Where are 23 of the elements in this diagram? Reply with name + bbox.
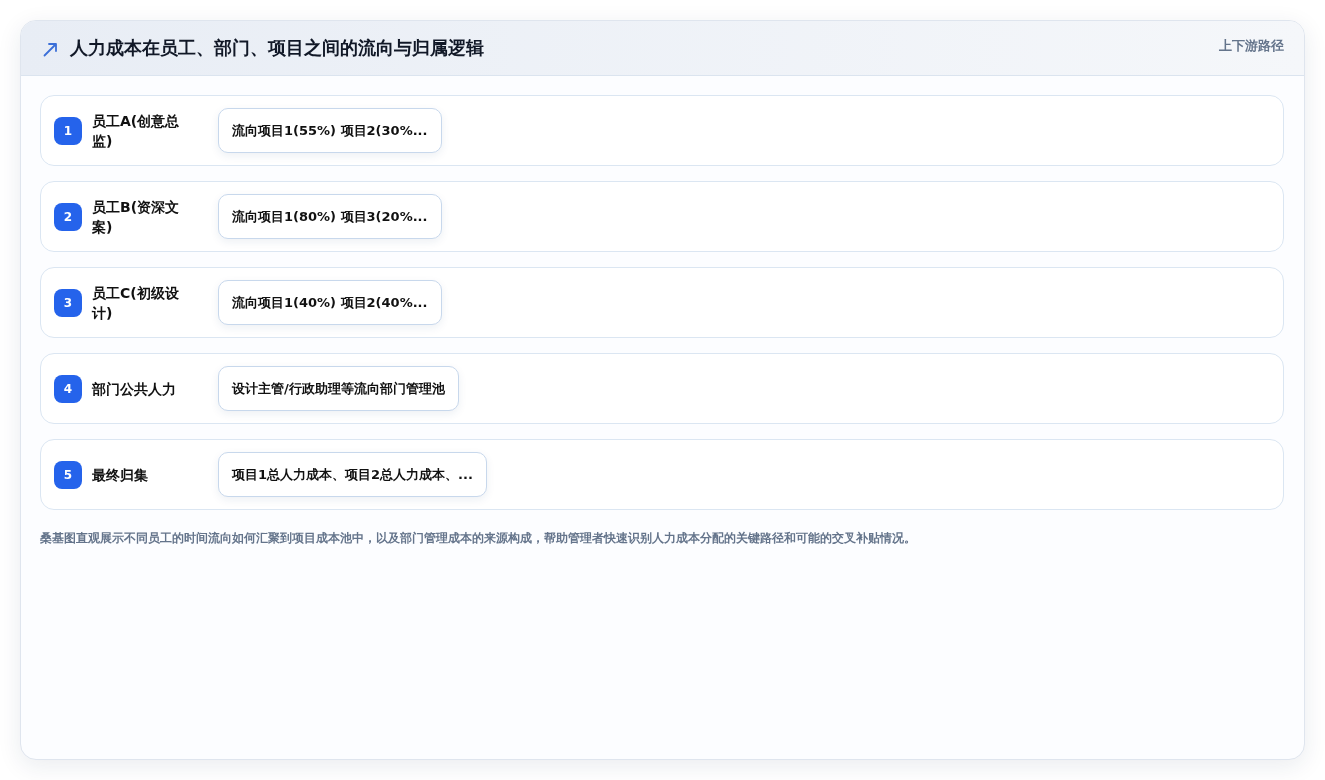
caption-text: 桑基图直观展示不同员工的时间流向如何汇聚到项目成本池中，以及部门管理成本的来源构成，帮助管理者快速识别人力成本分配的关键路径和可能的交叉补贴情况。 xyxy=(40,530,916,547)
step-label: 员工C(初级设计) xyxy=(92,283,180,323)
step-number-badge: 5 xyxy=(54,460,82,489)
step-number-badge: 4 xyxy=(54,374,82,403)
step-label: 部门公共人力 xyxy=(92,379,177,399)
step-row-card xyxy=(40,181,1284,252)
step-row-card xyxy=(40,439,1284,510)
step-number-badge: 3 xyxy=(54,288,82,317)
flow-tag: 设计主管/行政助理等流向部门管理池 xyxy=(218,366,459,411)
panel-title: 人力成本在员工、部门、项目之间的流向与归属逻辑 xyxy=(70,36,484,60)
step-row-card xyxy=(40,353,1284,424)
header-note: 上下游路径 xyxy=(1219,37,1284,55)
step-label: 最终归集 xyxy=(92,465,149,485)
step-number-badge: 2 xyxy=(54,202,82,231)
flow-tag: 项目1总人力成本、项目2总人力成本、... xyxy=(218,452,487,497)
step-number-badge: 1 xyxy=(54,116,82,145)
flow-tag: 流向项目1(55%) 项目2(30%... xyxy=(218,108,442,153)
flow-tag: 流向项目1(80%) 项目3(20%... xyxy=(218,194,442,239)
flow-tag: 流向项目1(40%) 项目2(40%... xyxy=(218,280,442,325)
step-row-card xyxy=(40,95,1284,166)
step-label: 员工B(资深文案) xyxy=(92,197,181,237)
step-label: 员工A(创意总监) xyxy=(92,111,181,151)
step-row-card xyxy=(40,267,1284,338)
